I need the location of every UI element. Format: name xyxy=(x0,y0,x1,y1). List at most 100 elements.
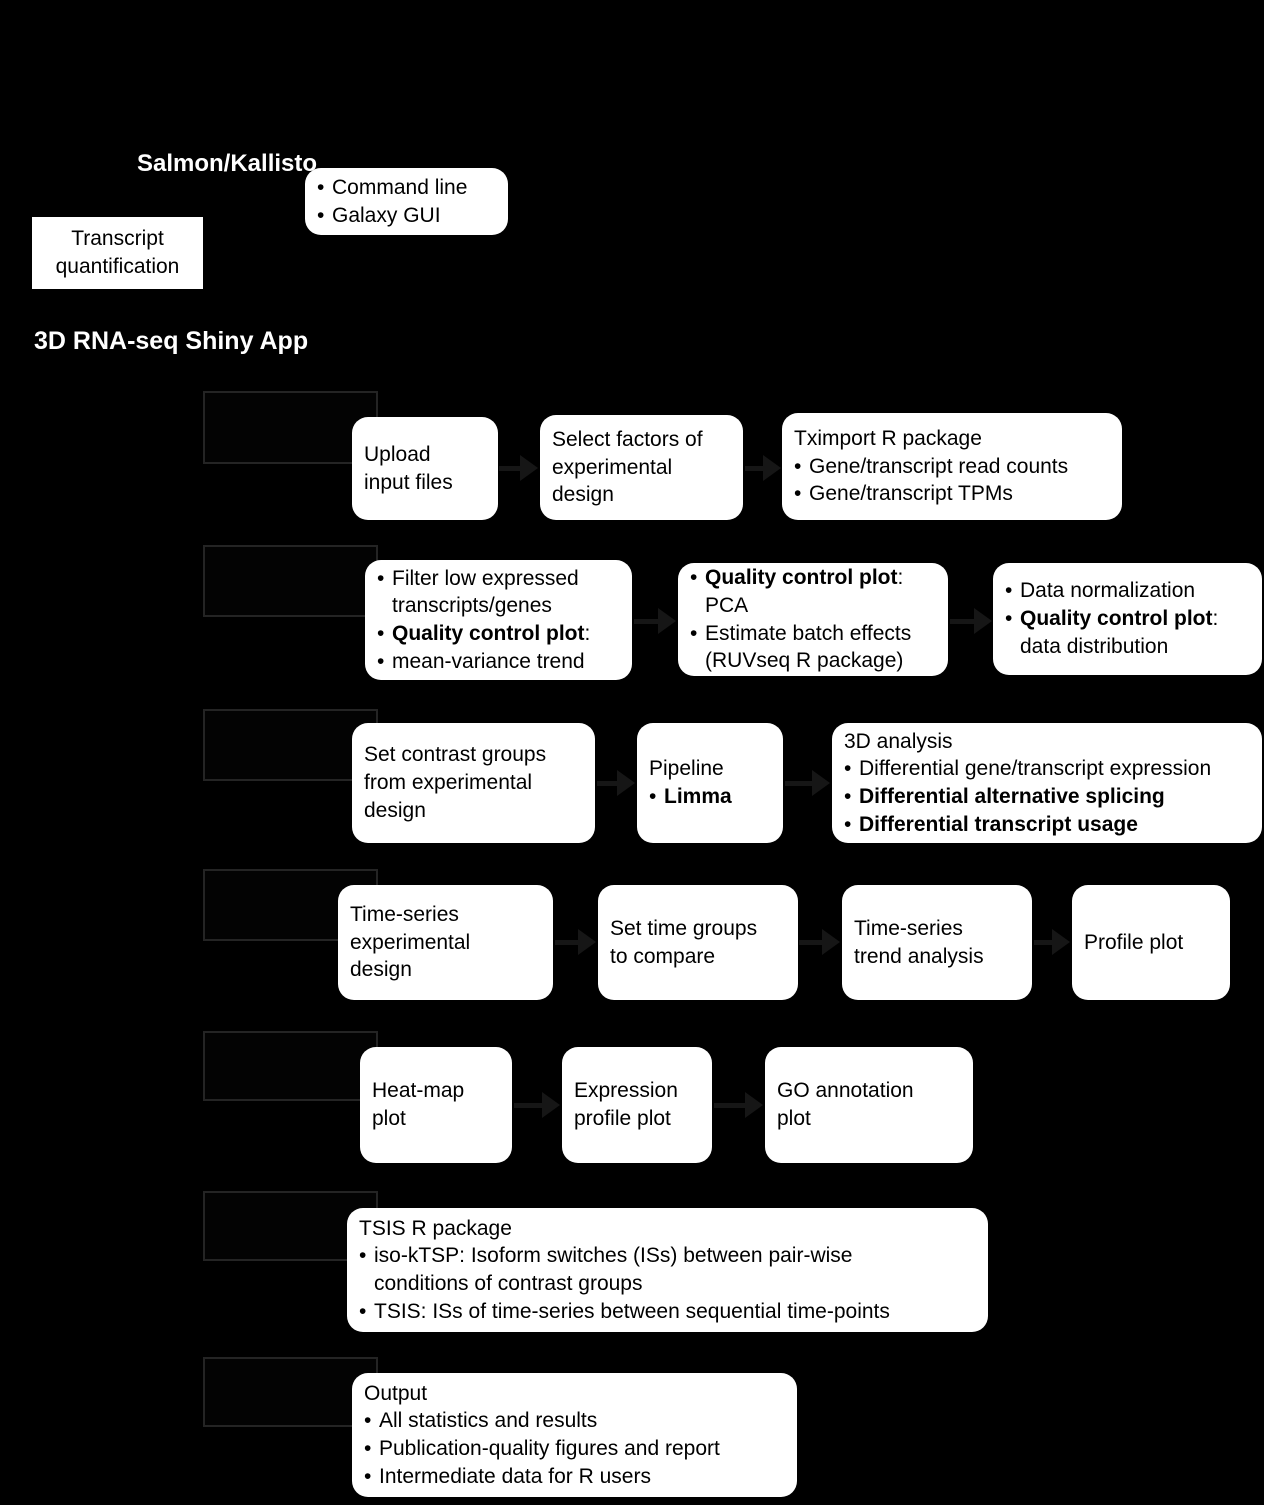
text-line: Set contrast groups from experimental de… xyxy=(364,741,587,824)
text: : data distribution xyxy=(1020,607,1219,658)
bullet-icon: • xyxy=(364,1409,372,1433)
text: Profile plot xyxy=(1084,930,1184,954)
text-line: Tximport R package xyxy=(794,425,1114,453)
arrow-head-icon xyxy=(617,770,635,796)
bullet-line: •Estimate batch effects (RUVseq R packag… xyxy=(690,620,940,675)
arrow-shaft xyxy=(785,781,814,786)
bullet-line: •Filter low expressed transcripts/genes xyxy=(377,565,624,620)
text: Time-series trend analysis xyxy=(854,916,984,968)
step-placeholder-2 xyxy=(203,545,378,617)
step-placeholder-1 xyxy=(203,391,378,464)
bullet-icon: • xyxy=(377,649,385,673)
flow-arrow xyxy=(555,929,596,955)
text: TSIS R package xyxy=(359,1216,512,1240)
bullet-icon: • xyxy=(794,454,802,478)
text: Command line xyxy=(332,175,468,199)
bold-text: Quality control plot xyxy=(392,622,585,645)
text: Filter low expressed transcripts/genes xyxy=(392,566,579,618)
heatmap-plot-card: Heat-map plot xyxy=(360,1047,512,1163)
bold-text: Differential transcript usage xyxy=(859,812,1138,836)
bullet-icon: • xyxy=(1005,607,1013,631)
text-line: Output xyxy=(364,1380,789,1408)
bullet-icon: • xyxy=(844,785,852,808)
flow-arrow xyxy=(499,455,538,481)
bullet-icon: • xyxy=(844,757,852,781)
text: Time-series experimental design xyxy=(350,902,471,982)
text: Gene/transcript TPMs xyxy=(809,482,1013,506)
flow-arrow xyxy=(1034,929,1070,955)
filter-card: •Filter low expressed transcripts/genes•… xyxy=(365,560,632,680)
qc-pca-card: •Quality control plot: PCA•Estimate batc… xyxy=(678,563,948,676)
text: Pipeline xyxy=(649,757,724,781)
bold-text: Quality control plot xyxy=(1020,607,1213,631)
bullet-line: •Publication-quality figures and report xyxy=(364,1435,789,1463)
analysis-3d-card: 3D analysis • Differential gene/transcript… xyxy=(832,723,1262,843)
go-annotation-card: GO annotation plot xyxy=(765,1047,973,1163)
text: Select factors of experimental design xyxy=(552,427,703,507)
trend-analysis-card: Time-series trend analysis xyxy=(842,885,1032,1000)
shiny-app-label: 3D RNA-seq Shiny App xyxy=(34,327,309,355)
bullet-line: • Galaxy GUI xyxy=(317,202,500,230)
text: Gene/transcript read counts xyxy=(809,454,1069,478)
bullet-line: •TSIS: ISs of time-series between sequen… xyxy=(359,1298,980,1326)
bullet-line: • Intermediate data for R users xyxy=(364,1463,789,1491)
text-line: Heat-map plot xyxy=(372,1077,504,1132)
bullet-line: •Differential transcript usage xyxy=(844,811,1254,839)
bullet-line: •All statistics and results xyxy=(364,1407,789,1435)
bullet-line: •Differential alternative splicing xyxy=(844,783,1254,811)
text: Transcript quantification xyxy=(55,227,180,278)
bullet-line: •Limma xyxy=(649,783,775,811)
bullet-line: • Quality control plot: xyxy=(377,620,624,648)
bullet-icon: • xyxy=(364,1437,372,1460)
arrow-shaft xyxy=(950,619,976,624)
arrow-shaft xyxy=(745,466,765,471)
bullet-line: • Differential gene/transcript expression xyxy=(844,755,1254,783)
bullet-line: •Quality control plot: PCA xyxy=(690,564,940,619)
transcript-quantification-box: Transcript quantification xyxy=(32,217,203,289)
text: mean-variance trend xyxy=(392,649,585,673)
bullet-icon: • xyxy=(1005,579,1013,603)
text: Intermediate data for R users xyxy=(379,1464,651,1488)
set-time-groups-card: Set time groups to compare xyxy=(598,885,798,1000)
text-line: GO annotation plot xyxy=(777,1077,965,1132)
text-line: Select factors of experimental design xyxy=(552,426,735,509)
text: Set contrast groups from experimental de… xyxy=(364,743,547,822)
text: 3D analysis xyxy=(844,729,953,753)
flow-arrow xyxy=(950,608,992,634)
arrow-shaft xyxy=(555,940,580,945)
arrow-head-icon xyxy=(578,929,596,955)
text: Heat-map plot xyxy=(372,1079,465,1130)
arrow-head-icon xyxy=(763,455,781,481)
text: Estimate batch effects (RUVseq R package… xyxy=(705,621,912,673)
text: Differential gene/transcript expression xyxy=(859,757,1212,781)
bullet-icon: • xyxy=(364,1464,372,1488)
bullet-line: •Data normalization xyxy=(1005,577,1254,605)
flow-arrow xyxy=(785,770,830,796)
bullet-icon: • xyxy=(317,203,325,227)
arrow-shaft xyxy=(714,1103,747,1108)
text-line: Expression profile plot xyxy=(574,1077,704,1132)
tsis-card: TSIS R package•iso-kTSP: Isoform switche… xyxy=(347,1208,988,1332)
bullet-icon: • xyxy=(359,1299,367,1323)
bullet-line: • mean-variance trend xyxy=(377,648,624,676)
time-series-design-card: Time-series experimental design xyxy=(338,885,553,1000)
bold-text: Quality control plot xyxy=(705,566,898,590)
arrow-shaft xyxy=(514,1103,544,1108)
bullet-icon: • xyxy=(317,175,325,199)
text: : xyxy=(584,622,591,645)
arrow-head-icon xyxy=(745,1092,763,1118)
profile-plot-card: Profile plot xyxy=(1072,885,1230,1000)
arrow-head-icon xyxy=(822,929,840,955)
bullet-icon: • xyxy=(377,622,385,645)
text: Galaxy GUI xyxy=(332,203,441,227)
arrow-shaft xyxy=(1034,940,1054,945)
text: Tximport R package xyxy=(794,426,982,450)
bullet-line: •Gene/transcript TPMs xyxy=(794,480,1114,508)
select-factors-card: Select factors of experimental design xyxy=(540,415,743,520)
arrow-shaft xyxy=(634,619,660,624)
expression-profile-card: Expression profile plot xyxy=(562,1047,712,1163)
text-line: Time-series trend analysis xyxy=(854,915,1024,970)
pipeline-card: Pipeline•Limma xyxy=(637,723,783,843)
bullet-line: • Quality control plot: data distribution xyxy=(1005,605,1254,660)
bullet-icon: • xyxy=(649,785,657,808)
